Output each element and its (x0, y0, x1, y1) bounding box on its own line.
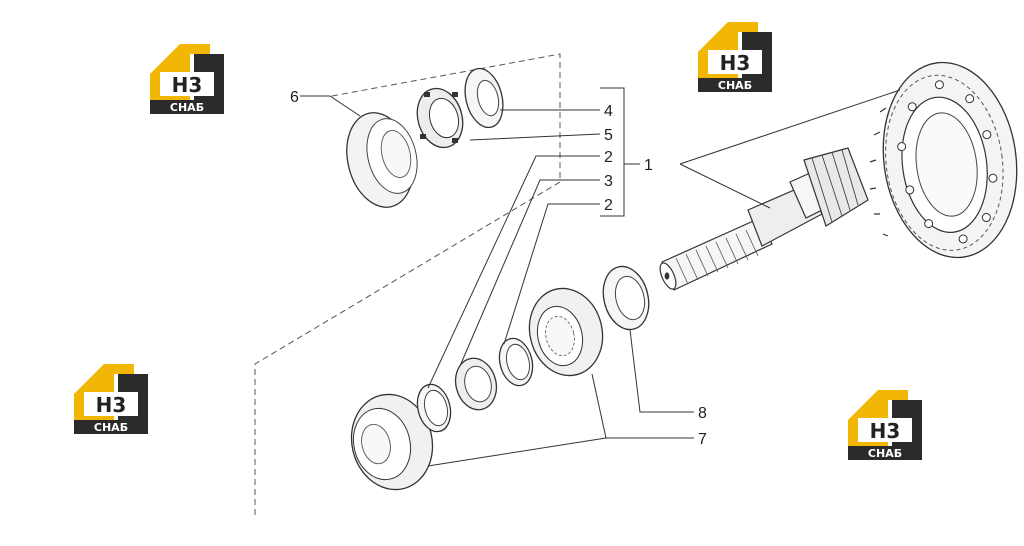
callout-3: 3 (604, 173, 613, 190)
part-2-shim-upper (498, 337, 534, 387)
ring-gear (869, 61, 1018, 259)
part-4-washer (464, 67, 504, 129)
part-3-collar (454, 357, 498, 411)
callout-2-lower: 2 (604, 197, 613, 214)
part-2-shim-lower (416, 383, 452, 433)
part-5-nut (416, 87, 464, 149)
pinion-shaft (659, 147, 869, 291)
callout-5: 5 (604, 127, 613, 144)
logo-bottom-text: СНАБ (868, 447, 902, 460)
logo-bottom-text: СНАБ (718, 79, 752, 92)
leader-lines (300, 87, 901, 467)
callout-7: 7 (698, 431, 707, 448)
part-7-bearing-upper (528, 287, 604, 377)
part-6-bearing-cup (346, 112, 418, 208)
callout-1: 1 (644, 157, 653, 174)
watermark-logo-3: H3 СНАБ (74, 364, 148, 434)
logo-bottom-text: СНАБ (170, 101, 204, 114)
callout-4: 4 (604, 103, 613, 120)
callout-2-upper: 2 (604, 149, 613, 166)
logo-bottom-text: СНАБ (94, 421, 128, 434)
logo-top-text: H3 (870, 419, 901, 443)
watermark-logo-2: H3 СНАБ (698, 22, 772, 92)
part-7-bearing-lower (350, 393, 434, 491)
logo-top-text: H3 (172, 73, 203, 97)
logo-top-text: H3 (720, 51, 751, 75)
logo-top-text: H3 (96, 393, 127, 417)
assembly-dashed-outline (254, 53, 561, 516)
callout-8: 8 (698, 405, 707, 422)
callout-6: 6 (290, 89, 299, 106)
watermark-logo-1: H3 СНАБ (150, 44, 224, 114)
watermark-logo-4: H3 СНАБ (848, 390, 922, 460)
part-8-spacer (602, 265, 650, 331)
